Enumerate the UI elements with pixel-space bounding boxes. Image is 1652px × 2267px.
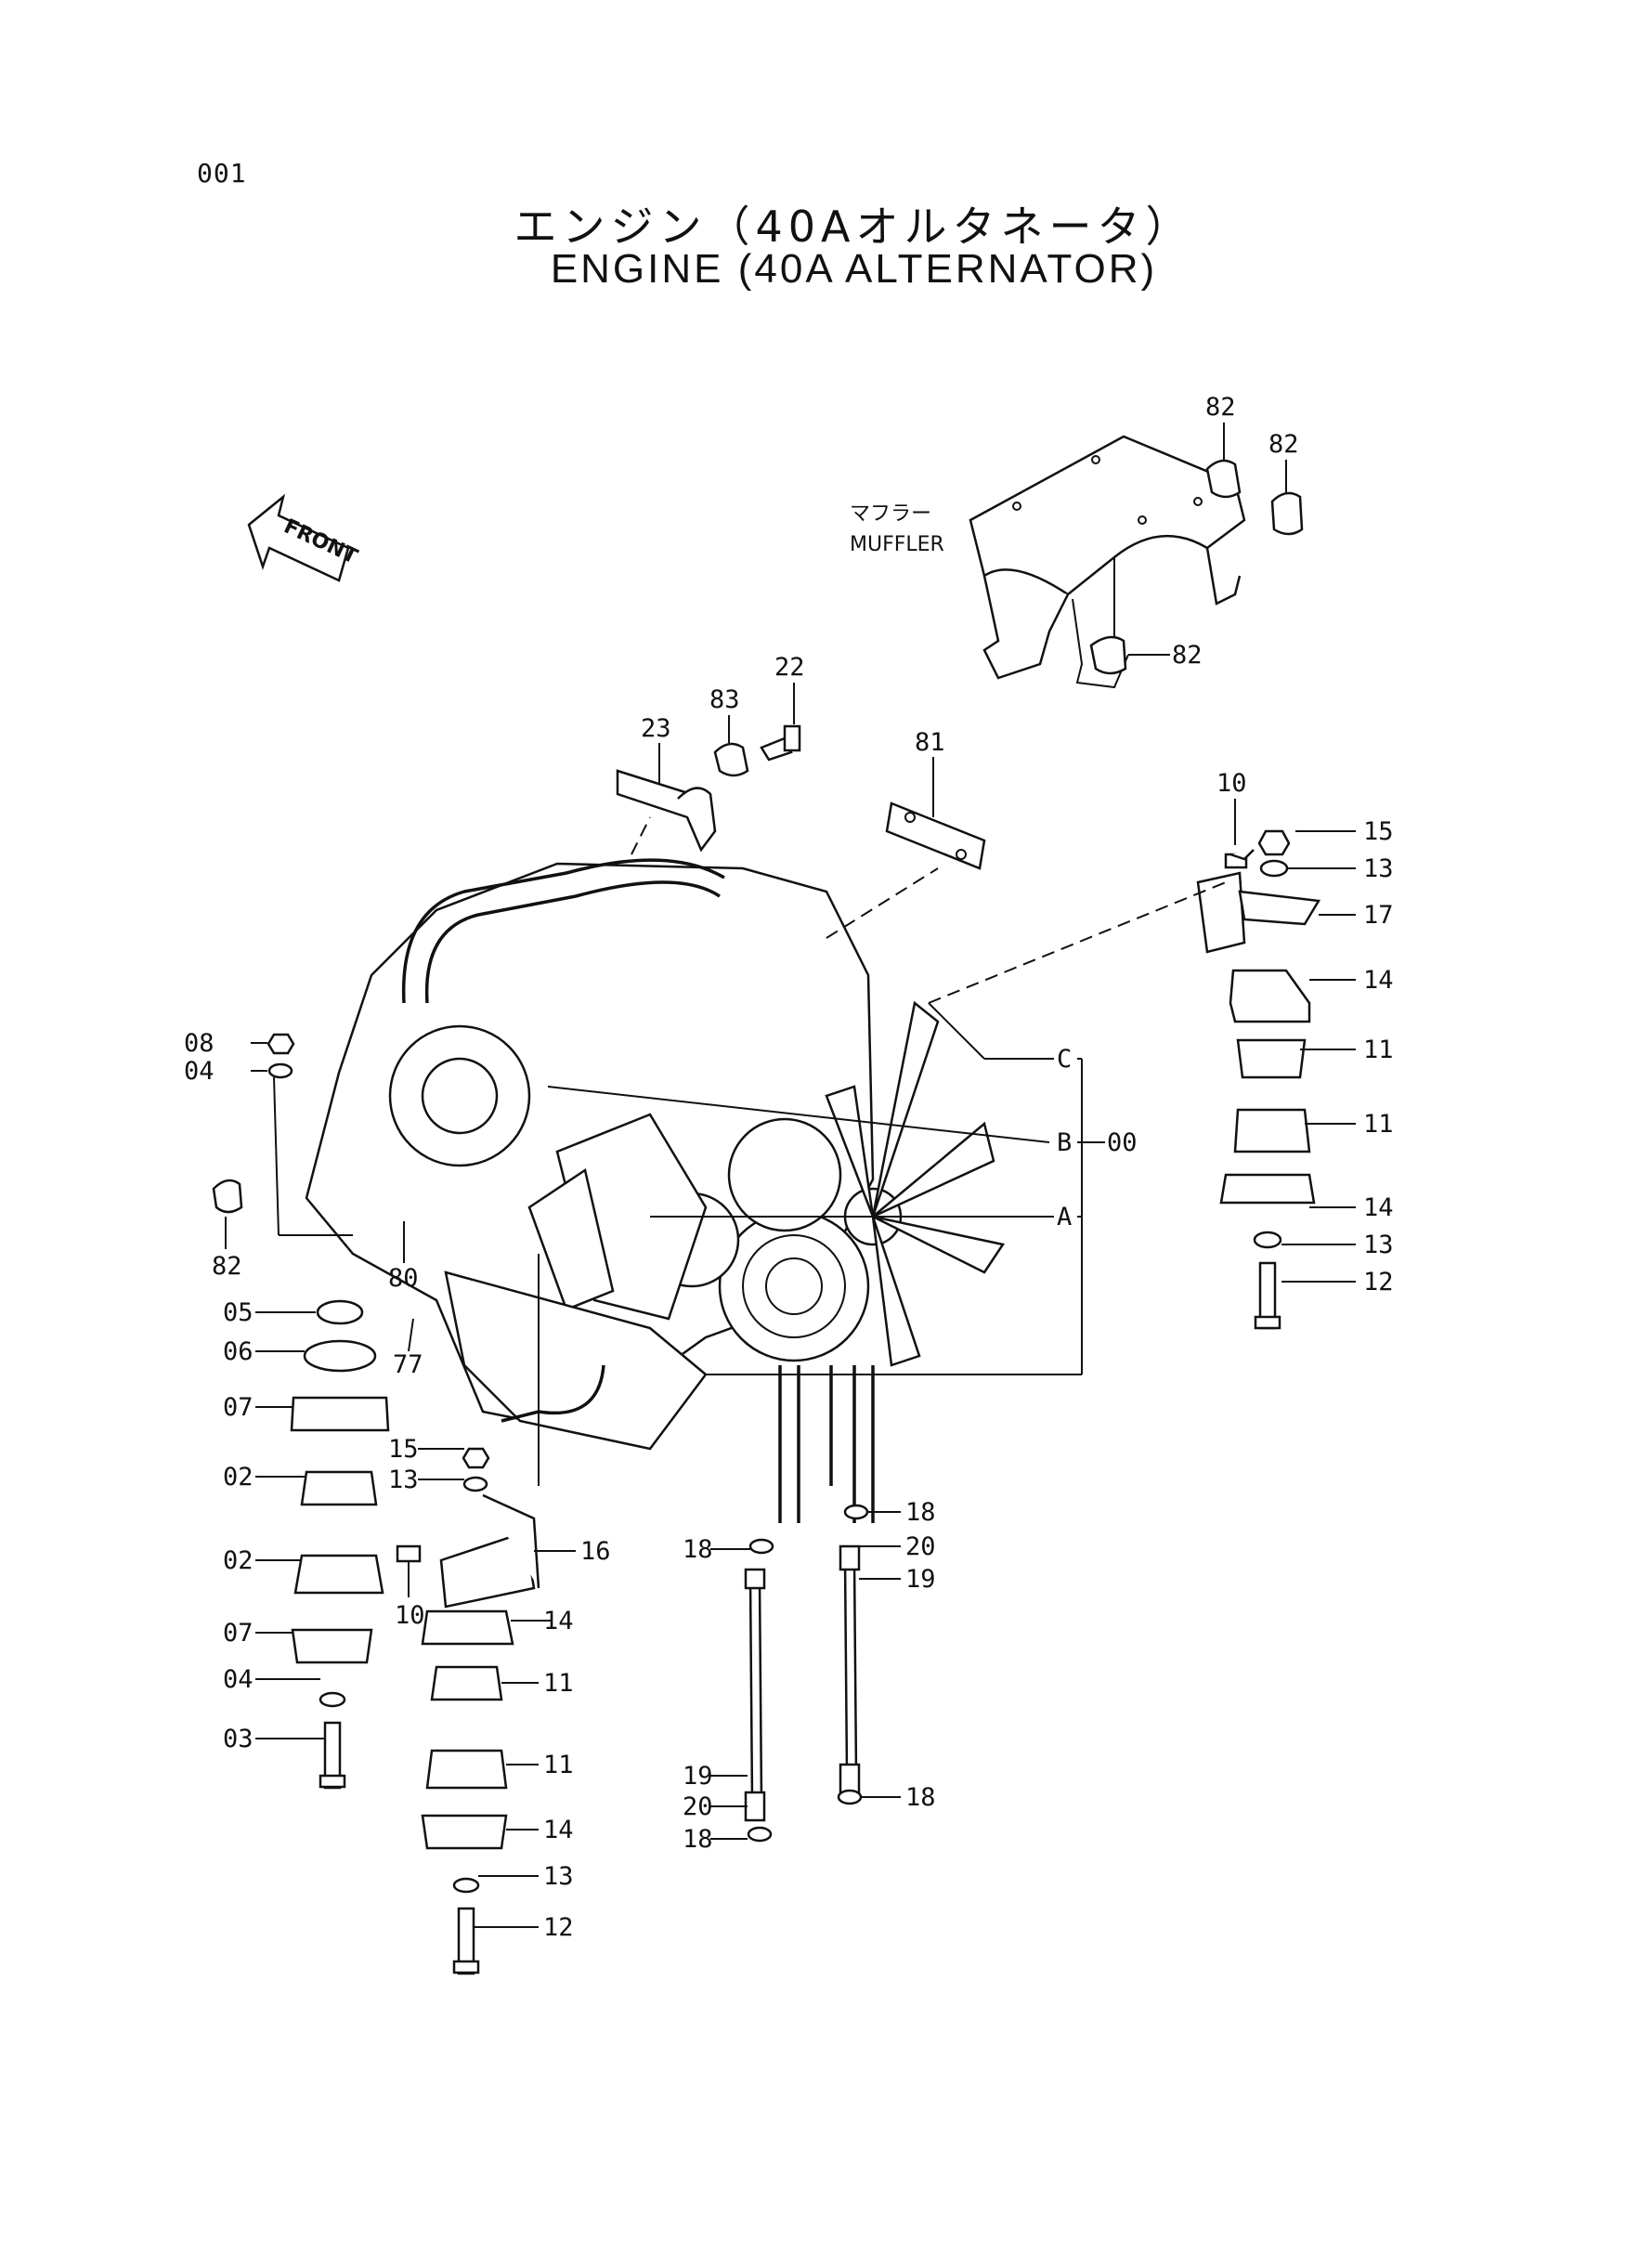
callout-03: 03 (223, 1725, 254, 1753)
muffler-label-jp: マフラー (850, 502, 931, 526)
callout-11: 11 (1363, 1110, 1394, 1139)
engine-assembly-drawing (305, 858, 1006, 1523)
right-front-mount-drawing (1196, 829, 1321, 1330)
title-english: ENGINE (40A ALTERNATOR) (550, 246, 1158, 292)
callout-23: 23 (641, 714, 671, 743)
callout-19: 19 (905, 1565, 936, 1594)
callout-20: 20 (905, 1532, 936, 1561)
clamp-icon (1089, 635, 1127, 675)
clamp-icon (212, 1179, 243, 1214)
callout-02: 02 (223, 1463, 254, 1492)
callout-12: 12 (543, 1913, 574, 1942)
callout-13: 13 (1363, 1231, 1394, 1259)
callout-16: 16 (580, 1537, 611, 1566)
callout-14: 14 (1363, 966, 1394, 995)
callout-17: 17 (1363, 901, 1394, 930)
callout-02: 02 (223, 1546, 254, 1575)
callout-10: 10 (395, 1601, 425, 1630)
title-japanese: エンジン（40Aオルタネータ） (514, 202, 1194, 252)
callout-18: 18 (905, 1783, 936, 1812)
callout-08: 08 (184, 1029, 215, 1058)
front-arrow-icon: FRONT (247, 493, 361, 582)
callout-82: 82 (1268, 430, 1299, 459)
callout-11: 11 (543, 1669, 574, 1698)
callout-83: 83 (709, 685, 740, 714)
reference-a: A (1057, 1203, 1072, 1231)
callout-11: 11 (1363, 1036, 1394, 1064)
callout-15: 15 (388, 1435, 419, 1464)
callout-labels: 82 82 82 22 83 23 81 10 15 13 17 14 11 1… (184, 393, 1394, 1942)
callout-04: 04 (223, 1665, 254, 1694)
callout-82: 82 (1205, 393, 1236, 422)
page-number: 001 (197, 158, 247, 189)
callout-18: 18 (683, 1535, 713, 1564)
reference-c: C (1057, 1045, 1072, 1074)
callout-20: 20 (683, 1792, 713, 1821)
callout-12: 12 (1363, 1268, 1394, 1296)
callout-14: 14 (543, 1816, 574, 1844)
callout-14: 14 (543, 1607, 574, 1635)
top-brackets-drawing (616, 724, 986, 870)
reference-b: B (1057, 1128, 1072, 1157)
callout-82: 82 (212, 1252, 242, 1281)
clamp-icon (1205, 459, 1242, 499)
muffler-label-en: MUFFLER (850, 533, 944, 556)
rear-mount-drawing (396, 1447, 540, 1975)
leader-lines (225, 423, 1356, 1928)
callout-13: 13 (388, 1466, 419, 1494)
callout-11: 11 (543, 1751, 574, 1779)
callout-04: 04 (184, 1057, 215, 1086)
left-mount-drawing (212, 1033, 390, 1790)
callout-18: 18 (683, 1825, 713, 1854)
callout-00: 00 (1107, 1128, 1138, 1157)
callout-82: 82 (1172, 641, 1203, 670)
callout-07: 07 (223, 1393, 254, 1422)
callout-18: 18 (905, 1498, 936, 1527)
callout-77: 77 (393, 1350, 423, 1379)
water-hose-drawing (744, 1504, 869, 1843)
callout-14: 14 (1363, 1193, 1394, 1222)
callout-06: 06 (223, 1337, 254, 1366)
callout-10: 10 (1216, 769, 1247, 798)
callout-22: 22 (774, 653, 805, 682)
clamp-icon (1270, 491, 1304, 536)
callout-19: 19 (683, 1762, 713, 1791)
callout-80: 80 (388, 1264, 419, 1293)
callout-07: 07 (223, 1619, 254, 1648)
callout-13: 13 (543, 1862, 574, 1891)
callout-13: 13 (1363, 854, 1394, 883)
callout-15: 15 (1363, 817, 1394, 846)
callout-05: 05 (223, 1298, 254, 1327)
muffler-bracket-drawing (969, 435, 1304, 689)
callout-81: 81 (915, 728, 945, 757)
